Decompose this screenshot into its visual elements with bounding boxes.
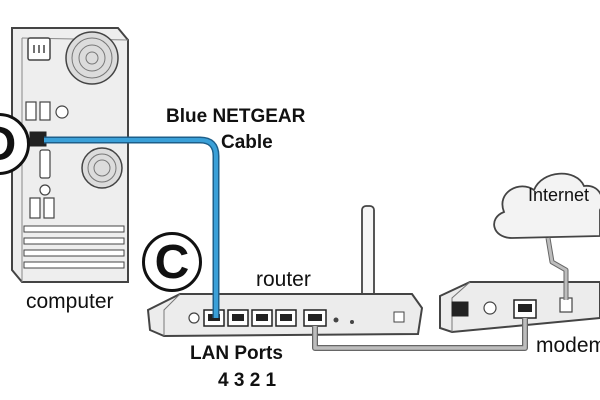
internet-label: Internet — [528, 185, 590, 205]
gray-cables — [312, 237, 569, 351]
computer-tower — [11, 27, 129, 283]
fan-icon-lower — [81, 147, 123, 189]
ethernet-port — [29, 131, 47, 147]
blue-netgear-cable — [44, 136, 220, 318]
cable-label-line1: Blue NETGEAR — [166, 106, 306, 127]
lan-ports-label: LAN Ports — [190, 343, 283, 364]
callout-d-letter: D — [0, 117, 16, 172]
modem-label: modem — [536, 334, 600, 357]
cable-label-line2: Cable — [221, 132, 273, 153]
modem-device — [439, 281, 600, 334]
computer-label: computer — [26, 290, 114, 313]
internet-cloud — [493, 172, 600, 239]
callout-c: C — [142, 232, 202, 292]
fan-icon — [65, 31, 119, 85]
router-device — [146, 293, 424, 338]
callout-c-letter: C — [154, 235, 190, 289]
router-label: router — [256, 268, 311, 291]
lan-port-numbers: 4 3 2 1 — [218, 370, 277, 391]
